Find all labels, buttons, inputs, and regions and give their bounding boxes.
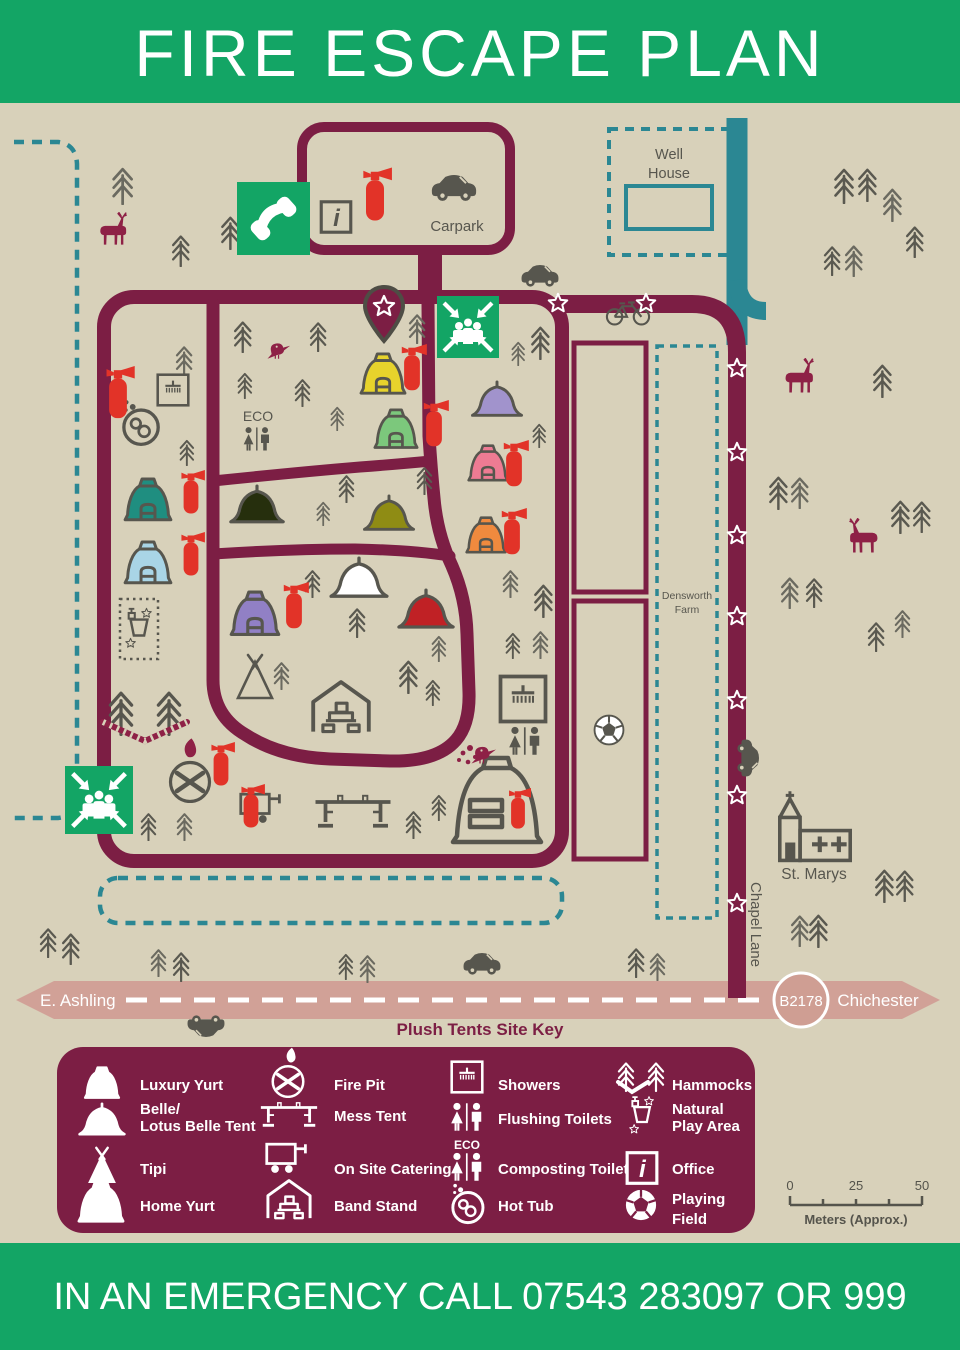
- svg-text:Belle/: Belle/: [140, 1101, 181, 1118]
- svg-text:Showers: Showers: [498, 1077, 561, 1094]
- chapel-lane-road: [556, 295, 746, 998]
- composting-toilet-icon: [450, 1152, 483, 1182]
- field-strip-north: [571, 340, 649, 595]
- well-house-label2: House: [648, 166, 690, 182]
- playing-field-icon: [623, 1187, 659, 1223]
- densworth-farm-boundary: [655, 344, 719, 920]
- eco-toilet-icon: [242, 426, 270, 452]
- natural-play-area-icon: [118, 597, 160, 661]
- svg-text:Mess Tent: Mess Tent: [334, 1108, 406, 1125]
- footer-banner: [0, 1243, 960, 1350]
- road-ref-badge: B2178: [772, 971, 830, 1029]
- chichester-label: Chichester: [837, 991, 919, 1010]
- legend-labels: Luxury Yurt Belle/ Lotus Belle Tent Tipi…: [140, 1077, 752, 1228]
- campsite-boundary: [97, 290, 569, 868]
- scale-start: 0: [786, 1178, 793, 1193]
- scale-end: 50: [915, 1178, 929, 1193]
- chapel-lane-label: Chapel Lane: [747, 882, 764, 967]
- scale-bar: [788, 1196, 924, 1207]
- svg-text:Natural: Natural: [672, 1101, 724, 1118]
- well-house-building: [624, 184, 714, 231]
- phone-point: [237, 182, 310, 255]
- legend-panel: [57, 1047, 755, 1233]
- south-route-dashed: [97, 875, 565, 926]
- svg-text:Home Yurt: Home Yurt: [140, 1198, 215, 1215]
- hammock-icon: [616, 1080, 650, 1095]
- svg-text:Flushing Toilets: Flushing Toilets: [498, 1111, 612, 1128]
- svg-text:Lotus Belle Tent: Lotus Belle Tent: [140, 1118, 256, 1135]
- road-ref-label: B2178: [779, 993, 822, 1010]
- densworth-farm-label: Densworth: [662, 590, 712, 602]
- teal-road-bend: [728, 278, 767, 320]
- campsite-paths: [206, 297, 476, 768]
- flushing-toilets-icon: [508, 726, 541, 756]
- page-title: FIRE ESCAPE PLAN: [134, 16, 825, 90]
- hammocks-icon: [100, 691, 190, 745]
- eco-label: ECO: [243, 408, 273, 424]
- svg-text:Office: Office: [672, 1161, 715, 1178]
- densworth-farm-label2: Farm: [675, 604, 700, 616]
- assembly-point-icon: [65, 766, 133, 834]
- emergency-text: IN AN EMERGENCY CALL 07543 283097 OR 999: [53, 1276, 906, 1318]
- assembly-point-icon: [437, 296, 499, 358]
- legend-icons: [77, 1047, 665, 1225]
- st-marys-label: St. Marys: [781, 866, 847, 883]
- svg-text:Band Stand: Band Stand: [334, 1198, 417, 1215]
- eco-tag: ECO: [454, 1138, 480, 1152]
- playing-field-area: [571, 598, 649, 862]
- svg-text:On Site Catering: On Site Catering: [334, 1161, 452, 1178]
- svg-text:Luxury Yurt: Luxury Yurt: [140, 1077, 223, 1094]
- playing-field-ball-icon: [593, 714, 625, 746]
- svg-text:Hot Tub: Hot Tub: [498, 1198, 554, 1215]
- e-ashling-label: E. Ashling: [40, 991, 116, 1010]
- svg-text:Playing: Playing: [672, 1191, 725, 1208]
- scale-caption: Meters (Approx.): [804, 1212, 907, 1227]
- header-banner: [0, 0, 960, 103]
- carpark-label: Carpark: [430, 218, 484, 235]
- well-house-label: Well: [655, 147, 683, 163]
- svg-text:Play Area: Play Area: [672, 1118, 740, 1135]
- svg-text:Fire Pit: Fire Pit: [334, 1077, 385, 1094]
- svg-text:Field: Field: [672, 1211, 707, 1228]
- legend-title: Plush Tents Site Key: [397, 1020, 564, 1039]
- flushing-toilets-icon: [450, 1102, 483, 1132]
- svg-text:Tipi: Tipi: [140, 1161, 166, 1178]
- large-yurt-icon: [450, 745, 544, 845]
- main-road: [16, 981, 940, 1019]
- svg-text:Composting Toilet: Composting Toilet: [498, 1161, 629, 1178]
- svg-text:Hammocks: Hammocks: [672, 1077, 752, 1094]
- scale-mid: 25: [849, 1178, 863, 1193]
